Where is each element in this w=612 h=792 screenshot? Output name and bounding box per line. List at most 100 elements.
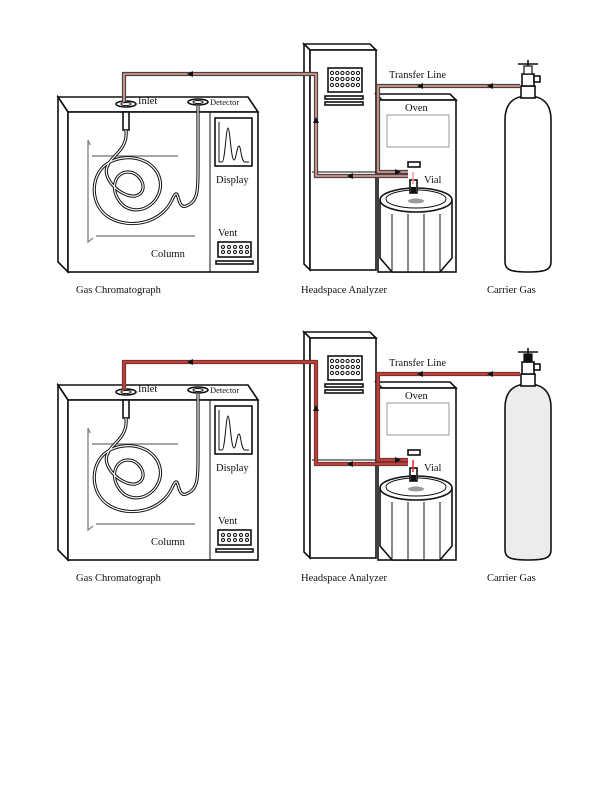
keypad-key: [350, 76, 355, 82]
vent-hole: [221, 250, 225, 254]
valve-body: [521, 73, 535, 87]
carousel-body: [379, 200, 453, 273]
vent-hole: [239, 533, 243, 537]
label-detector: Detector: [210, 385, 239, 395]
vent-hole: [221, 245, 225, 249]
keypad-key: [355, 82, 361, 88]
inlet-liner: [122, 111, 130, 131]
keypad-key: [340, 70, 345, 76]
keypad-key: [335, 82, 340, 88]
keypad-key: [345, 370, 350, 376]
keypad-key: [355, 358, 361, 364]
flow-arrow-icon: [347, 173, 353, 179]
oven-window: [386, 402, 450, 436]
hs-side: [303, 330, 311, 560]
hs-top: [302, 331, 378, 339]
vent-hole: [239, 245, 243, 249]
label-gas-chromatograph: Gas Chromatograph: [76, 573, 162, 584]
vent-hole: [245, 245, 249, 249]
column-coil: [93, 394, 199, 513]
valve-outlet: [533, 75, 541, 83]
keypad-key: [335, 70, 340, 76]
inlet-liner: [122, 399, 130, 419]
label-display: Display: [216, 463, 249, 474]
vent-hole: [239, 538, 243, 542]
valve-handle: [518, 348, 538, 354]
oven-top: [374, 381, 458, 389]
keypad-key: [345, 358, 350, 364]
vent-hole: [239, 250, 243, 254]
keypad-key: [340, 82, 345, 88]
return-line-route: [123, 73, 408, 177]
vent-hole: [245, 250, 249, 254]
flow-arrow-icon: [347, 461, 353, 467]
keypad-key: [355, 370, 361, 376]
vent-hole: [233, 245, 237, 249]
label-inlet: Inlet: [138, 384, 157, 395]
keypad-key: [345, 76, 350, 82]
gc-door-frame: [87, 139, 94, 244]
vent-hole: [233, 250, 237, 254]
label-oven: Oven: [405, 103, 428, 114]
vent-slot: [215, 548, 254, 553]
hs-top: [302, 43, 378, 51]
keypad-key: [350, 364, 355, 370]
keypad-key: [329, 76, 335, 82]
vent-hole: [227, 538, 231, 542]
hs-slot-1: [324, 95, 364, 100]
keypad-key: [340, 358, 345, 364]
keypad-key: [340, 364, 345, 370]
hs-side: [303, 42, 311, 272]
detector-port: [187, 98, 209, 106]
vial-cap: [407, 161, 421, 168]
keypad-key: [335, 358, 340, 364]
label-vent: Vent: [218, 516, 237, 527]
valve-outlet: [533, 363, 541, 371]
vent-hole: [221, 538, 225, 542]
keypad-key: [329, 82, 335, 88]
keypad-key: [345, 364, 350, 370]
keypad-key: [355, 70, 361, 76]
vial-shadow: [408, 486, 424, 492]
carousel-body: [379, 488, 453, 561]
vent-hole: [227, 533, 231, 537]
gas-lines: [121, 71, 520, 184]
label-vial: Vial: [424, 175, 442, 186]
chromatogram-trace: [219, 415, 249, 451]
gc-side: [57, 382, 69, 562]
transfer-line-route: [376, 372, 520, 462]
keypad-key: [350, 358, 355, 364]
transfer-line-route: [377, 85, 520, 173]
label-vial: Vial: [424, 463, 442, 474]
flow-arrow-icon: [395, 169, 401, 175]
flow-arrow-icon: [417, 83, 423, 89]
vent-grille: [217, 529, 252, 546]
vent-hole: [245, 533, 249, 537]
flow-arrow-icon: [313, 405, 319, 411]
vent-slot: [215, 260, 254, 265]
vent-hole: [227, 245, 231, 249]
label-headspace-analyzer: Headspace Analyzer: [301, 285, 387, 296]
chromatogram-trace: [219, 127, 249, 163]
vent-hole: [233, 533, 237, 537]
label-vent: Vent: [218, 228, 237, 239]
inlet-port-inner: [120, 390, 132, 394]
valve-stem: [523, 65, 533, 75]
detector-port-inner: [192, 100, 204, 104]
label-oven: Oven: [405, 391, 428, 402]
label-headspace-analyzer: Headspace Analyzer: [301, 573, 387, 584]
oven-top: [374, 93, 458, 101]
keypad-key: [355, 76, 361, 82]
keypad-key: [345, 70, 350, 76]
flow-arrow-icon: [187, 71, 193, 77]
cylinder-neck: [520, 85, 536, 99]
detector-port: [187, 386, 209, 394]
keypad-key: [329, 370, 335, 376]
label-display: Display: [216, 175, 249, 186]
carrier-gas-cylinder: Carrier Gas: [487, 348, 552, 584]
keypad-key: [329, 358, 335, 364]
vent-grille: [217, 241, 252, 258]
